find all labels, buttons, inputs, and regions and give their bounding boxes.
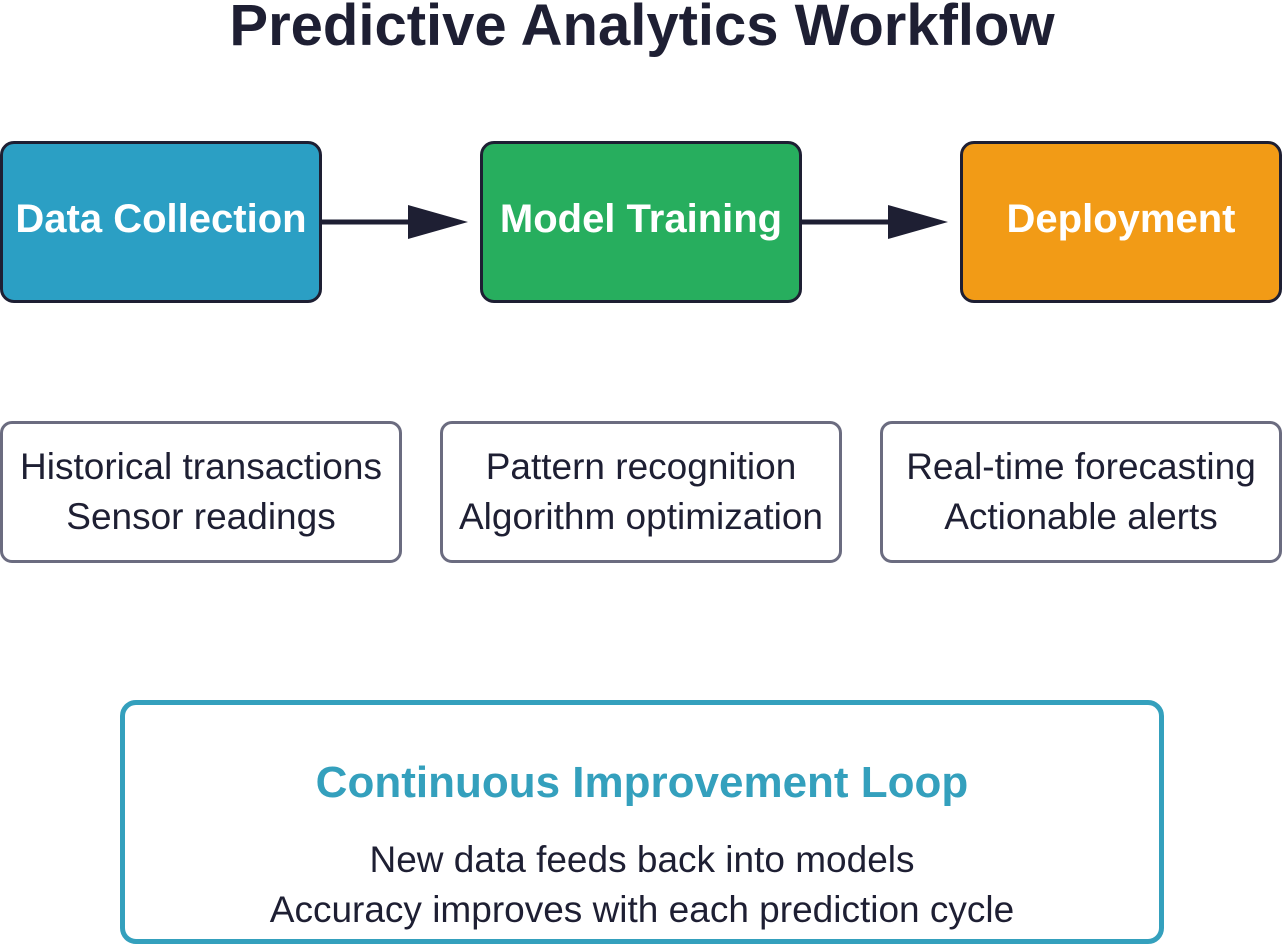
stage-label: Deployment [1006, 197, 1236, 241]
detail-box-data-collection: Historical transactions Sensor readings [0, 421, 402, 563]
stage-model-training: Model Training [480, 141, 802, 303]
detail-line: Algorithm optimization [459, 496, 823, 537]
detail-line: Sensor readings [66, 496, 336, 537]
detail-line: Real-time forecasting [906, 446, 1256, 487]
loop-line: New data feeds back into models [369, 839, 915, 880]
arrow-training-to-deployment [802, 205, 948, 239]
detail-box-model-training: Pattern recognition Algorithm optimizati… [440, 421, 842, 563]
detail-box-deployment: Real-time forecasting Actionable alerts [880, 421, 1282, 563]
stage-label: Model Training [499, 197, 783, 241]
stage-data-collection: Data Collection [0, 141, 322, 303]
loop-line: Accuracy improves with each prediction c… [269, 889, 1015, 930]
diagram-title: Predictive Analytics Workflow [229, 0, 1055, 58]
arrow-collection-to-training [322, 205, 468, 239]
detail-line: Historical transactions [20, 446, 382, 487]
stage-deployment: Deployment [960, 141, 1282, 303]
improvement-loop-box: Continuous Improvement Loop New data fee… [120, 700, 1164, 944]
detail-line: Actionable alerts [944, 496, 1218, 537]
loop-title: Continuous Improvement Loop [315, 758, 969, 807]
stage-label: Data Collection [15, 197, 307, 241]
detail-line: Pattern recognition [485, 446, 797, 487]
loop-description: New data feeds back into models Accuracy… [125, 835, 1159, 935]
